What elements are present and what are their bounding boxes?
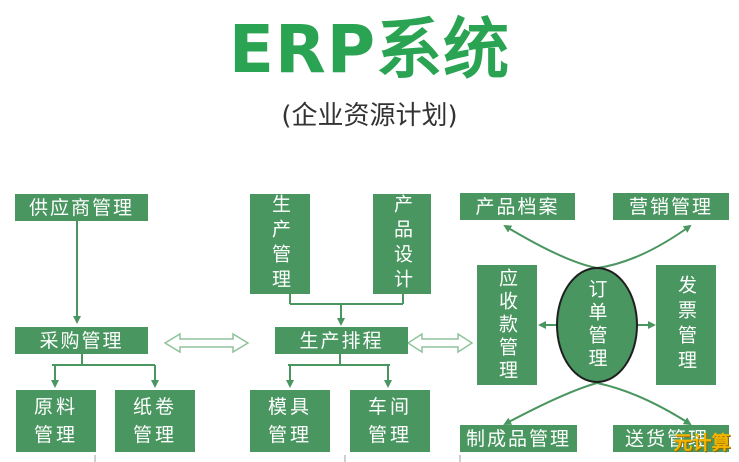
node-supplier-management: 供应商管理	[15, 194, 148, 221]
double-arrow-purchase-scheduling	[163, 332, 250, 354]
node-purchase-management: 采购管理	[15, 327, 148, 354]
node-production-management: 生产管理	[250, 194, 310, 294]
diagram-title: ERP系统	[228, 11, 511, 88]
node-workshop-management: 车间管理	[350, 390, 430, 452]
node-product-design: 产品设计	[373, 194, 431, 294]
branch-purchase-to-materials	[52, 353, 156, 384]
bottom-stubs	[94, 455, 461, 462]
curve-order-to-delivery	[596, 382, 692, 426]
node-product-archive: 产品档案	[460, 193, 575, 220]
node-raw-material-management: 原料管理	[16, 390, 96, 452]
node-production-scheduling: 生产排程	[275, 327, 408, 354]
node-paper-roll-management: 纸卷管理	[115, 390, 195, 452]
node-order-management: 订单管理	[556, 267, 638, 383]
curve-order-to-finished-goods	[503, 382, 598, 425]
curve-order-to-product-archive	[503, 224, 598, 269]
diagram-subtitle: (企业资源计划)	[281, 101, 458, 131]
node-delivery-management: 送货管理	[613, 425, 729, 452]
node-invoice-management: 发票管理	[656, 265, 716, 385]
watermark-logo: 元计算	[673, 431, 731, 454]
curve-order-to-marketing	[596, 224, 692, 269]
branch-scheduling-to-mold-workshop	[288, 353, 390, 384]
node-marketing-management: 营销管理	[613, 193, 729, 220]
merge-to-scheduling	[289, 294, 404, 318]
node-finished-goods-management: 制成品管理	[460, 425, 577, 452]
node-receivable-management: 应收款管理	[477, 265, 537, 385]
double-arrow-scheduling-receivable	[406, 332, 474, 354]
node-mold-management: 模具管理	[250, 390, 330, 452]
